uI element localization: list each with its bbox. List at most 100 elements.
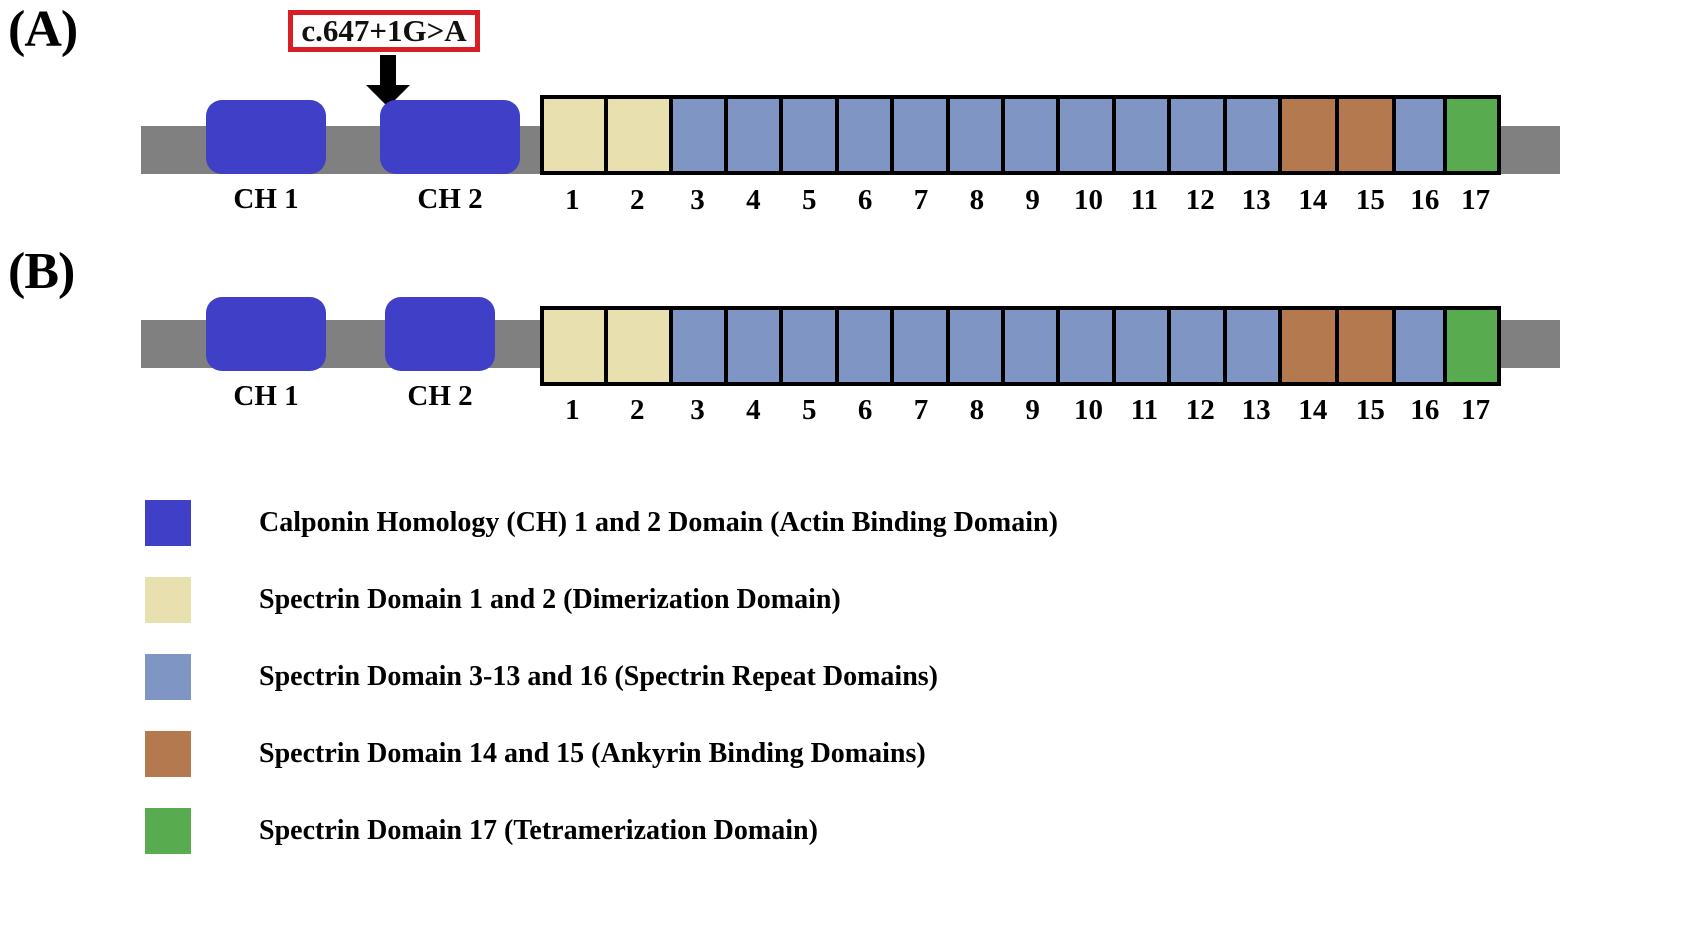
spectrin-domain-9: [1004, 99, 1061, 171]
spectrin-domain-10: [1060, 310, 1116, 382]
panel-a-ch2-domain: [380, 100, 520, 174]
legend-row: Spectrin Domain 17 (Tetramerization Doma…: [145, 808, 818, 854]
spectrin-domain-number-16: 16: [1410, 394, 1440, 426]
spectrin-domain-number-5: 5: [801, 394, 817, 426]
spectrin-domain-number-5: 5: [801, 184, 817, 216]
spectrin-domain-6: [838, 310, 895, 382]
legend-label: Spectrin Domain 3-13 and 16 (Spectrin Re…: [259, 661, 938, 692]
spectrin-domain-number-11: 11: [1130, 184, 1159, 216]
spectrin-domain-1: [544, 99, 609, 171]
spectrin-domain-number-4: 4: [746, 394, 761, 426]
legend-label: Calponin Homology (CH) 1 and 2 Domain (A…: [259, 507, 1058, 538]
spectrin-domain-3: [672, 99, 728, 171]
spectrin-domain-4: [727, 310, 784, 382]
spectrin-domain-number-16: 16: [1410, 184, 1440, 216]
spectrin-domain-13: [1226, 99, 1282, 171]
spectrin-domain-number-3: 3: [690, 394, 705, 426]
spectrin-domain-11: [1115, 310, 1172, 382]
legend: Calponin Homology (CH) 1 and 2 Domain (A…: [145, 500, 1545, 900]
spectrin-domain-2: [608, 310, 673, 382]
spectrin-domain-7: [894, 310, 950, 382]
legend-label: Spectrin Domain 14 and 15 (Ankyrin Bindi…: [259, 738, 926, 769]
spectrin-domain-number-13: 13: [1241, 394, 1271, 426]
legend-row: Spectrin Domain 3-13 and 16 (Spectrin Re…: [145, 654, 938, 700]
spectrin-domain-number-13: 13: [1241, 184, 1271, 216]
panel-b-ch1-label: CH 1: [233, 380, 299, 412]
legend-label: Spectrin Domain 1 and 2 (Dimerization Do…: [259, 584, 841, 615]
panel-b-ch1-domain: [206, 297, 326, 371]
spectrin-domain-number-7: 7: [913, 184, 929, 216]
spectrin-domain-number-17: 17: [1461, 394, 1491, 426]
spectrin-domain-number-10: 10: [1074, 184, 1104, 216]
legend-row: Spectrin Domain 1 and 2 (Dimerization Do…: [145, 577, 841, 623]
spectrin-domain-number-9: 9: [1025, 184, 1040, 216]
legend-swatch: [145, 808, 191, 854]
mutation-callout-box: c.647+1G>A: [288, 10, 480, 52]
spectrin-domain-number-2: 2: [629, 394, 645, 426]
spectrin-domain-number-15: 15: [1355, 394, 1385, 426]
panel-a-letter: (A): [8, 1, 78, 58]
legend-swatch: [145, 731, 191, 777]
panel-b-ch2-label: CH 2: [407, 380, 473, 412]
panel-a-ch1-domain: [206, 100, 326, 174]
spectrin-domain-number-6: 6: [857, 394, 873, 426]
panel-b-spectrin-strip: [540, 306, 1501, 386]
spectrin-domain-17: [1447, 310, 1497, 382]
spectrin-domain-4: [727, 99, 784, 171]
spectrin-domain-number-6: 6: [857, 184, 873, 216]
spectrin-domain-number-12: 12: [1185, 184, 1215, 216]
spectrin-domain-number-1: 1: [565, 184, 580, 216]
panel-a-spectrin-strip: [540, 95, 1501, 175]
panel-b-ch2-domain: [385, 297, 495, 371]
spectrin-domain-5: [783, 99, 839, 171]
spectrin-domain-number-12: 12: [1185, 394, 1215, 426]
spectrin-domain-6: [838, 99, 895, 171]
spectrin-domain-14: [1282, 99, 1340, 171]
spectrin-domain-number-1: 1: [565, 394, 580, 426]
legend-swatch: [145, 577, 191, 623]
panel-b-letter: (B): [8, 243, 75, 300]
spectrin-domain-15: [1339, 99, 1397, 171]
spectrin-domain-14: [1282, 310, 1340, 382]
legend-swatch: [145, 500, 191, 546]
spectrin-domain-number-15: 15: [1355, 184, 1385, 216]
spectrin-domain-5: [783, 310, 839, 382]
legend-swatch: [145, 654, 191, 700]
spectrin-domain-13: [1226, 310, 1282, 382]
spectrin-domain-number-2: 2: [629, 184, 645, 216]
spectrin-domain-number-8: 8: [969, 184, 985, 216]
panel-a-ch2-label: CH 2: [417, 183, 483, 215]
spectrin-domain-number-9: 9: [1025, 394, 1040, 426]
spectrin-domain-number-14: 14: [1298, 184, 1328, 216]
spectrin-domain-number-4: 4: [746, 184, 761, 216]
spectrin-domain-12: [1171, 99, 1227, 171]
spectrin-domain-16: [1396, 99, 1448, 171]
spectrin-domain-8: [949, 310, 1005, 382]
spectrin-domain-17: [1447, 99, 1497, 171]
spectrin-domain-9: [1004, 310, 1061, 382]
spectrin-domain-number-7: 7: [913, 394, 929, 426]
spectrin-domain-11: [1115, 99, 1172, 171]
legend-label: Spectrin Domain 17 (Tetramerization Doma…: [259, 815, 818, 846]
spectrin-domain-number-17: 17: [1461, 184, 1491, 216]
spectrin-domain-number-14: 14: [1298, 394, 1328, 426]
spectrin-domain-10: [1060, 99, 1116, 171]
spectrin-domain-number-10: 10: [1074, 394, 1104, 426]
spectrin-domain-number-11: 11: [1130, 394, 1159, 426]
spectrin-domain-2: [608, 99, 673, 171]
panel-a-ch1-label: CH 1: [233, 183, 299, 215]
spectrin-domain-15: [1339, 310, 1397, 382]
spectrin-domain-8: [949, 99, 1005, 171]
spectrin-domain-3: [672, 310, 728, 382]
mutation-down-arrow-icon: [366, 55, 410, 107]
mutation-label: c.647+1G>A: [301, 13, 467, 48]
legend-row: Spectrin Domain 14 and 15 (Ankyrin Bindi…: [145, 731, 926, 777]
spectrin-domain-12: [1171, 310, 1227, 382]
spectrin-domain-7: [894, 99, 950, 171]
legend-row: Calponin Homology (CH) 1 and 2 Domain (A…: [145, 500, 1058, 546]
spectrin-domain-number-3: 3: [690, 184, 705, 216]
spectrin-domain-number-8: 8: [969, 394, 985, 426]
